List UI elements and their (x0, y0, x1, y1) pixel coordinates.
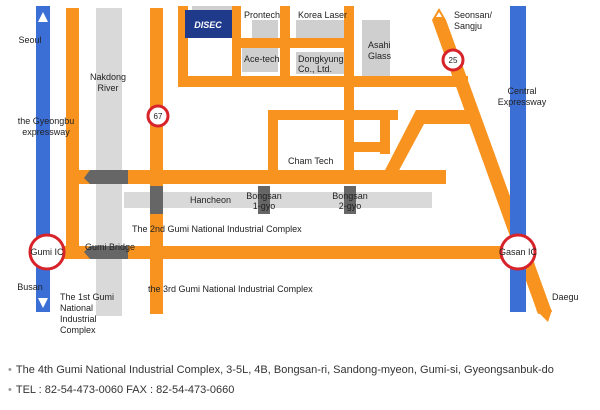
bridge-bongsan2 (344, 186, 356, 214)
block-dongkyung (296, 52, 344, 74)
label-central-2: Expressway (498, 97, 547, 107)
road-complex-horizontal (178, 76, 468, 87)
road-network (42, 6, 552, 314)
bridge-north (84, 170, 128, 184)
disec-logo (185, 10, 232, 38)
gasan-ic-label: Gasan IC (499, 247, 538, 257)
nakdong-river (96, 8, 122, 316)
road-chamtech-left (268, 110, 278, 176)
bullet-icon: • (8, 364, 12, 376)
footer-address: •The 4th Gumi National Industrial Comple… (8, 364, 598, 376)
bridge-bongsan1 (258, 186, 270, 214)
label-gyeongbu-2: expressway (22, 127, 70, 137)
route67-label: 67 (154, 112, 163, 121)
label-seonsan-1: Seonsan/ (454, 10, 493, 20)
road-chamtech-top (268, 110, 398, 120)
location-map: 67 25 Gumi IC Gasan IC DISEC Seoul the G… (17, 6, 579, 335)
block-asahi (362, 20, 390, 76)
arrow-busan (38, 298, 48, 308)
road-gumi-ic-road (42, 246, 518, 259)
arrow-seoul (38, 12, 48, 22)
label-complex1-4: Complex (60, 325, 96, 335)
label-cham-tech: Cham Tech (288, 156, 333, 166)
road-route67-vertical (150, 8, 163, 314)
label-seonsan-2: Sangju (454, 21, 482, 31)
label-dongkyung-2: Co., Ltd. (298, 64, 332, 74)
bullet-icon: • (8, 384, 12, 396)
road-loop-right (380, 110, 390, 154)
block-korea-laser (296, 20, 344, 38)
block-acetech (242, 48, 278, 72)
label-complex3: the 3rd Gumi National Industrial Complex (148, 284, 313, 294)
road-complex-top-horizontal (232, 38, 354, 48)
disec-logo-text: DISEC (194, 20, 222, 30)
route25-marker (441, 48, 465, 72)
road-complex-top (178, 6, 188, 82)
label-nakdong-2: River (97, 83, 118, 93)
label-busan: Busan (17, 282, 43, 292)
bridges (84, 170, 356, 259)
label-nakdong-1: Nakdong (90, 72, 126, 82)
route67-marker (146, 104, 170, 128)
label-asahi-1: Asahi (368, 40, 391, 50)
label-daegu: Daegu (552, 292, 579, 302)
label-bongsan1-1: Bongsan (246, 191, 282, 201)
block-prontech (252, 20, 278, 38)
road-west-vertical (66, 8, 79, 256)
building-blocks (192, 6, 390, 76)
arrow-daegu (536, 310, 552, 322)
road-complex-mid3 (344, 6, 354, 176)
label-bongsan2-1: Bongsan (332, 191, 368, 201)
bridge-gumi (84, 246, 128, 259)
arrow-seonsan-inner (436, 12, 442, 17)
label-bongsan2-2: 2-gyo (339, 201, 362, 211)
label-acetech: Ace-tech (244, 54, 280, 64)
address-text: The 4th Gumi National Industrial Complex… (15, 364, 554, 376)
footer-contact: •TEL : 82-54-473-0060 FAX : 82-54-473-06… (8, 384, 598, 396)
label-complex1-3: Industrial (60, 314, 97, 324)
road-loop-bottom (344, 142, 390, 152)
bridge-route67 (150, 186, 163, 214)
route25-label: 25 (449, 56, 458, 65)
label-bongsan1-2: 1-gyo (253, 201, 276, 211)
label-hancheon: Hancheon (190, 195, 231, 205)
label-asahi-2: Glass (368, 51, 392, 61)
label-gyeongbu-1: the Gyeongbu (18, 116, 75, 126)
label-seoul: Seoul (18, 35, 41, 45)
label-korea-laser: Korea Laser (298, 10, 347, 20)
label-complex1-1: The 1st Gumi (60, 292, 114, 302)
label-central-1: Central (507, 86, 536, 96)
label-dongkyung-1: Dongkyung (298, 54, 344, 64)
gumi-ic-marker (28, 233, 66, 271)
label-prontech: Prontech (244, 10, 280, 20)
label-complex2: The 2nd Gumi National Industrial Complex (132, 224, 302, 234)
label-gumi-bridge: Gumi Bridge (85, 242, 135, 252)
gumi-ic-label: Gumi IC (30, 247, 64, 257)
gasan-ic-marker (499, 233, 537, 271)
label-complex1-2: National (60, 303, 93, 313)
tel-fax-text: TEL : 82-54-473-0060 FAX : 82-54-473-066… (15, 384, 235, 396)
